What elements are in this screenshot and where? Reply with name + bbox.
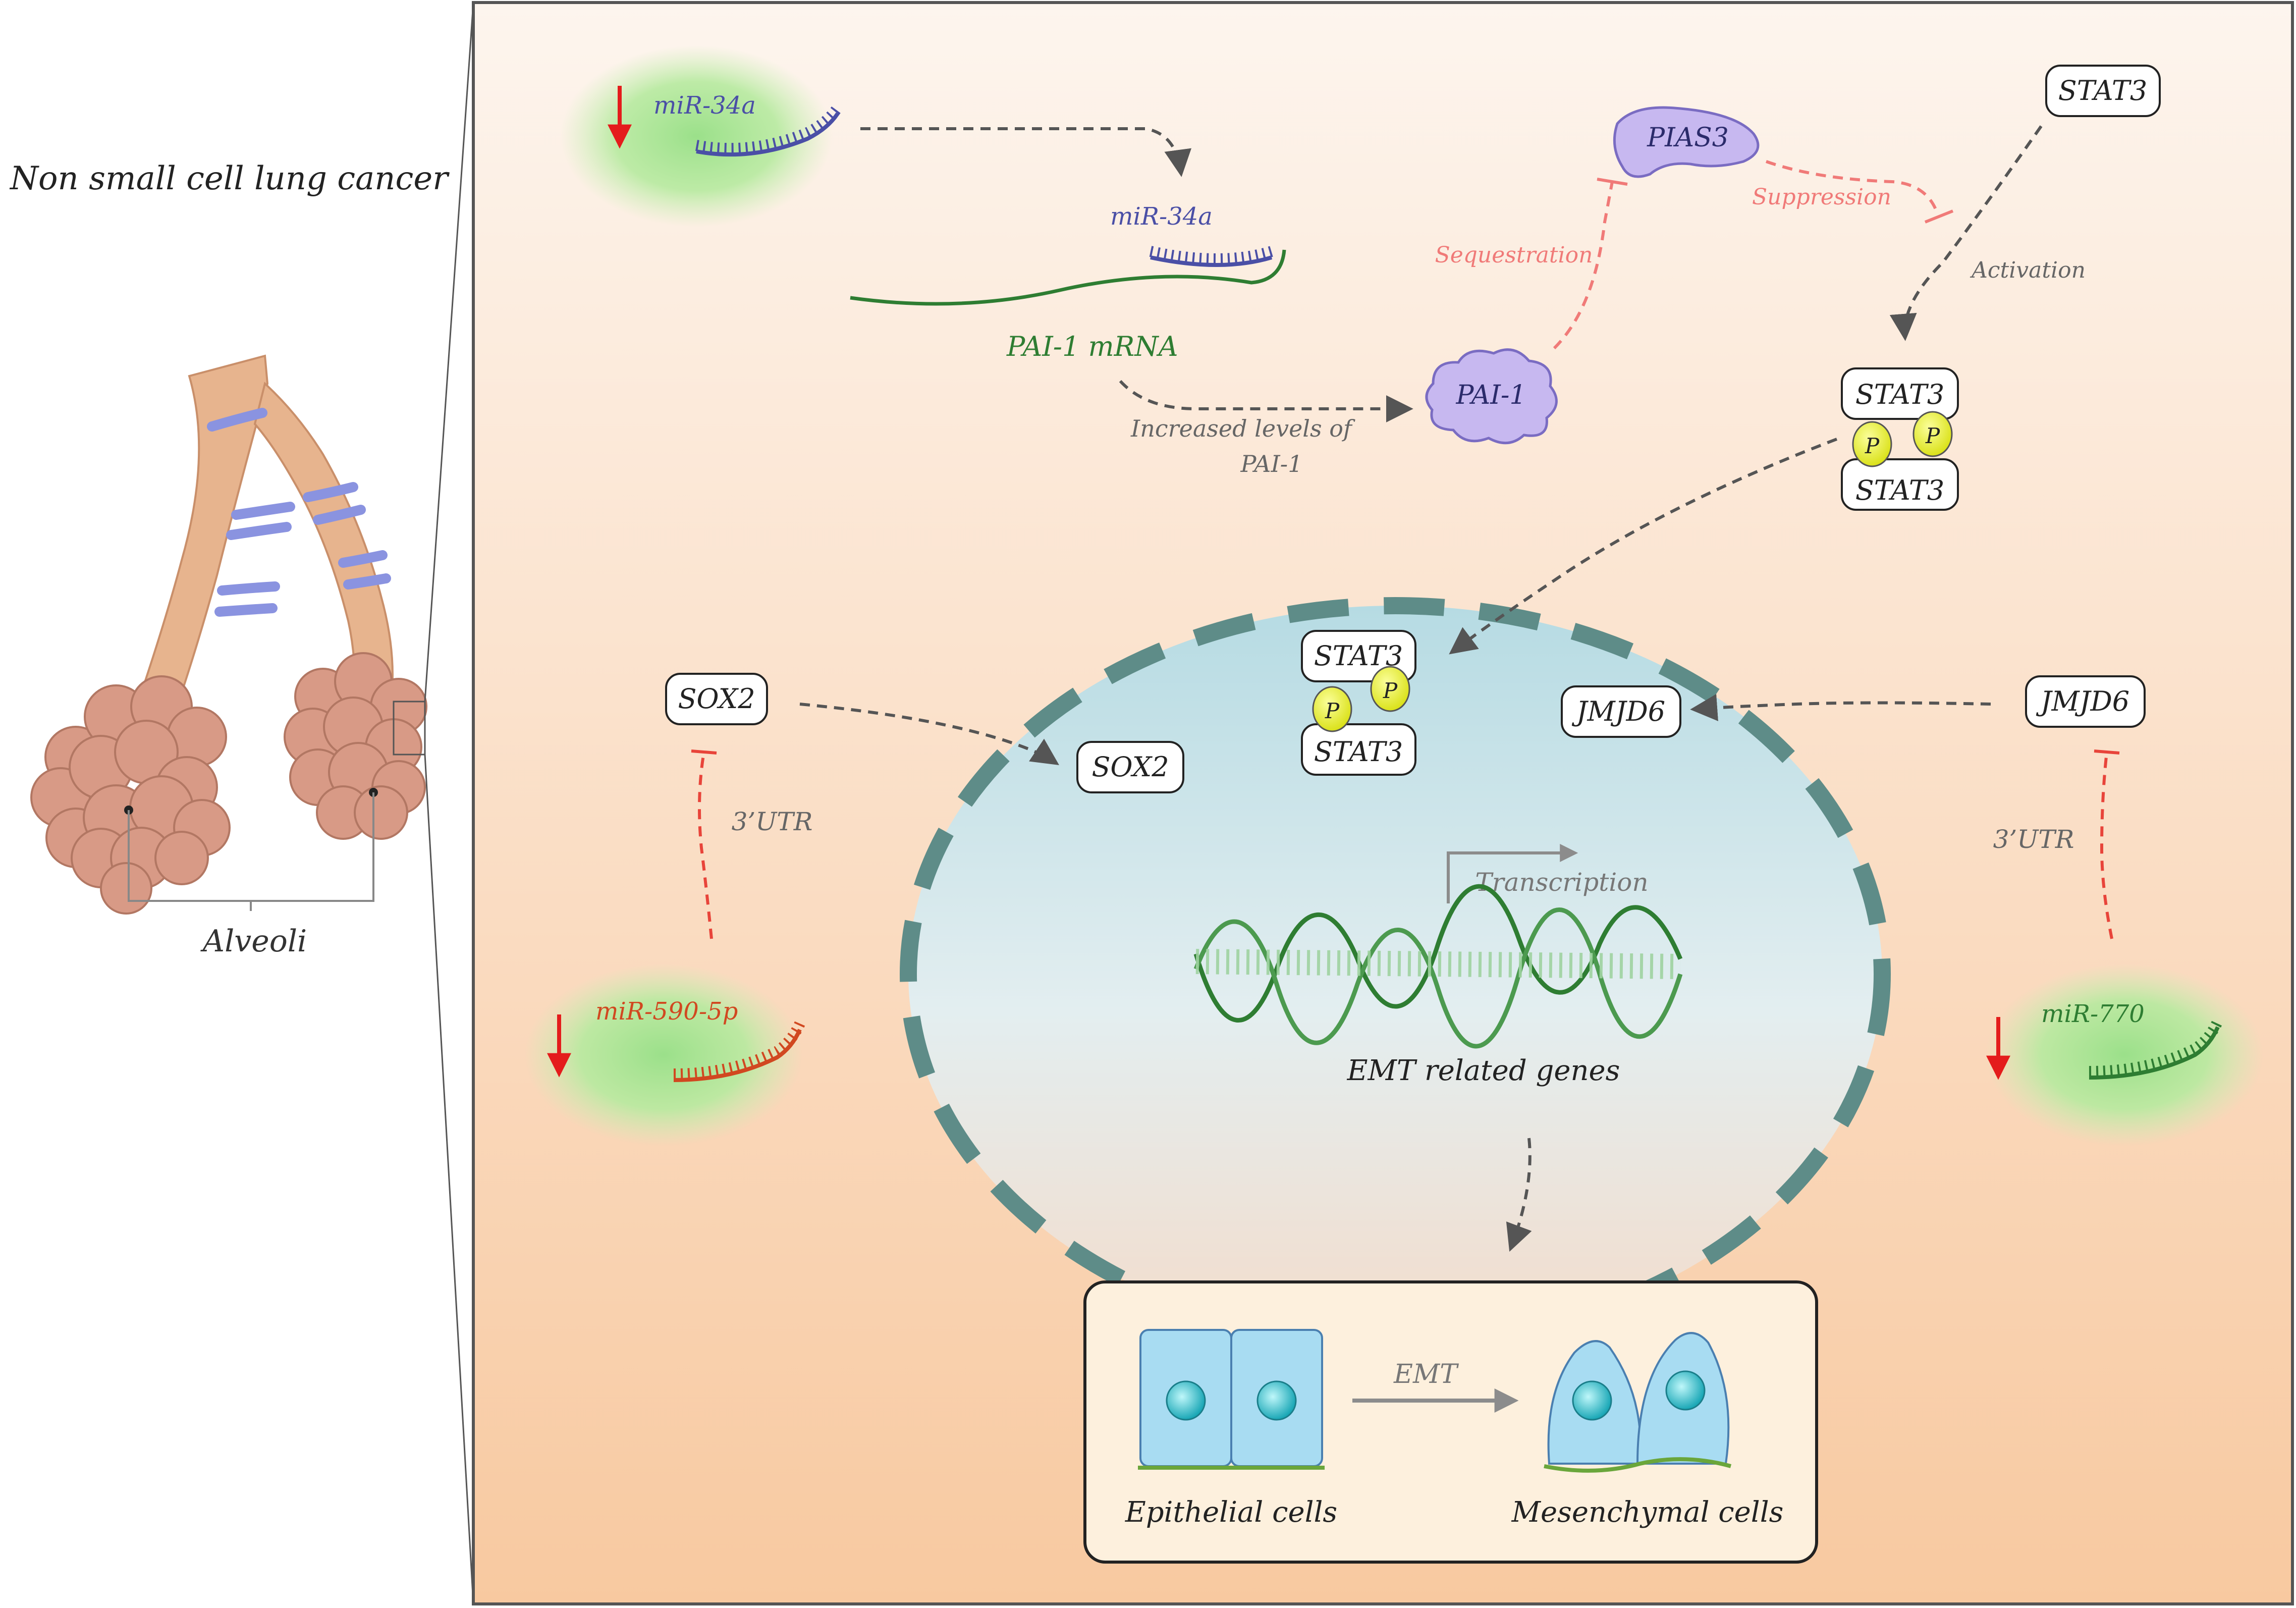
p-right-label: P xyxy=(1925,423,1940,448)
p-left-label: P xyxy=(1865,434,1880,458)
arrow-stat3-activation xyxy=(1889,125,2043,341)
phosphate-icon xyxy=(1852,421,1892,467)
sox2-outside-node: SOX2 xyxy=(665,673,768,725)
mir770-label: miR-770 xyxy=(2041,1000,2145,1028)
stat3-top-node: STAT3 xyxy=(2045,65,2161,117)
pai1-node: PAI-1 xyxy=(1425,348,1558,445)
jmjd6-inside-node: JMJD6 xyxy=(1561,685,1681,738)
mesenchymal-cells-icon xyxy=(1544,1332,1732,1473)
arrow-mrna-to-pai1 xyxy=(1119,380,1413,422)
alveoli-label: Alveoli xyxy=(200,924,307,959)
emt-genes-label: EMT related genes xyxy=(1347,1054,1620,1087)
suppression-label: Suppression xyxy=(1752,184,1891,210)
stat3-dimer-nucleus: STAT3 STAT3 P P xyxy=(1301,630,1416,776)
sox2-outside-label: SOX2 xyxy=(678,683,755,715)
mesenchymal-label: Mesenchymal cells xyxy=(1511,1496,1784,1529)
transcription-arrow xyxy=(1447,844,1578,903)
pai1-mrna-label: PAI-1 mRNA xyxy=(1006,331,1178,362)
jmjd6-outside-label: JMJD6 xyxy=(2036,685,2129,717)
utr-left-line xyxy=(698,752,713,939)
phosphate-icon xyxy=(1912,411,1953,457)
nuc-stat3-bottom-label: STAT3 xyxy=(1314,736,1403,768)
phosphate-icon xyxy=(1370,666,1410,712)
zoom-box xyxy=(393,701,426,756)
mir590-label: miR-590-5p xyxy=(595,997,738,1026)
nuc-p-left-label: P xyxy=(1325,699,1340,723)
mir34a-mrna-label: miR-34a xyxy=(1110,202,1213,231)
utr-right-label: 3’UTR xyxy=(1993,825,2074,854)
mir590-node: miR-590-5p xyxy=(525,964,805,1146)
pai1-label: PAI-1 xyxy=(1456,380,1526,410)
mir34a-top-label: miR-34a xyxy=(653,91,756,120)
mir770-node: miR-770 xyxy=(1986,964,2263,1146)
increased-label: Increased levels of xyxy=(1130,415,1355,442)
epithelial-cells-icon xyxy=(1138,1329,1325,1470)
mirna-strand-icon xyxy=(673,1021,805,1082)
stat3-dimer-bottom-label: STAT3 xyxy=(1855,474,1944,506)
jmjd6-inside-label: JMJD6 xyxy=(1571,695,1665,727)
activation-label: Activation xyxy=(1970,257,2086,283)
mir34a-top-node: miR-34a xyxy=(560,45,843,227)
utr-left-label: 3’UTR xyxy=(732,807,813,836)
stat3-dimer-top-label: STAT3 xyxy=(1855,379,1944,410)
stat3-top-label: STAT3 xyxy=(2058,75,2147,106)
arrow-jmjd6-to-nucleus xyxy=(1690,693,1991,721)
panel-title: Non small cell lung cancer xyxy=(9,160,450,197)
airway-icon xyxy=(125,354,394,738)
transcription-label: Transcription xyxy=(1475,868,1648,897)
arrow-stat3-to-nucleus xyxy=(1449,438,1838,655)
utr-right-line xyxy=(2100,752,2113,939)
jmjd6-outside-node: JMJD6 xyxy=(2025,675,2146,728)
left-panel: Non small cell lung cancer xyxy=(9,2,474,1604)
sox2-inside-label: SOX2 xyxy=(1091,751,1169,783)
nucleus xyxy=(900,597,1891,1351)
pai1-mrna-strand xyxy=(850,249,1286,306)
mirna-strand-icon xyxy=(695,104,843,157)
pias3-node: PIAS3 xyxy=(1613,106,1760,178)
sequestration-label: Sequestration xyxy=(1435,242,1593,268)
pias3-label: PIAS3 xyxy=(1647,123,1729,153)
sequestration-line xyxy=(1553,181,1614,350)
phosphate-icon xyxy=(1312,686,1352,732)
emt-box: EMT Epithelial cells Mesenchymal cells xyxy=(1083,1280,1818,1564)
emt-arrow-label: EMT xyxy=(1393,1359,1459,1389)
zoom-line-bottom xyxy=(424,754,474,1604)
sox2-inside-node: SOX2 xyxy=(1076,741,1184,793)
alveoli-cluster-right xyxy=(284,652,427,840)
stat3-dimer-cytoplasm: STAT3 STAT3 P P xyxy=(1841,367,1959,511)
dna-helix-icon xyxy=(1193,884,1683,1049)
arrow-sox2-to-nucleus xyxy=(799,703,1059,765)
zoom-line-top xyxy=(424,2,474,702)
arrow-mir34a-to-mrna xyxy=(860,127,1192,177)
alveoli-cluster-left xyxy=(30,675,231,915)
nuc-p-right-label: P xyxy=(1383,678,1398,703)
arrow-genes-to-emt xyxy=(1506,1138,1532,1252)
mirna-bound-icon xyxy=(1149,246,1274,267)
increased-label-2: PAI-1 xyxy=(1240,450,1303,477)
mirna-strand-icon xyxy=(2089,1019,2223,1080)
epithelial-label: Epithelial cells xyxy=(1125,1496,1337,1529)
